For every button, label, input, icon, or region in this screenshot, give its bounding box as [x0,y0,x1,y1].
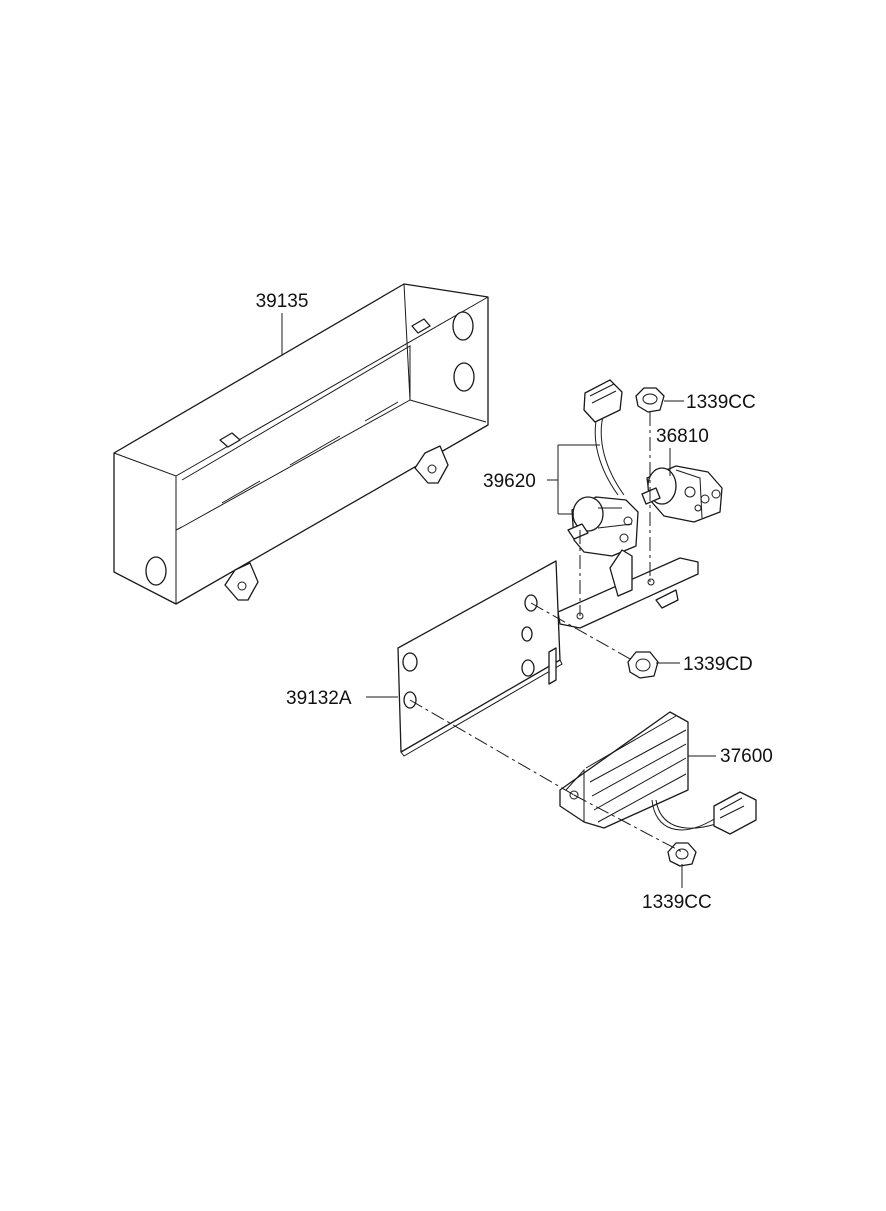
label-1339cc-top: 1339CC [686,392,756,413]
regulator-37600 [559,711,757,835]
label-39132a: 39132A [286,688,352,709]
relay-bracket [557,549,699,629]
label-36810: 36810 [656,426,709,447]
switch-36810 [641,465,723,523]
nut-1339cd [627,651,659,679]
nut-1339cc-bottom [667,842,697,867]
label-1339cd: 1339CD [683,654,753,675]
cover-box-39135 [113,283,489,605]
leader-lines [281,313,716,888]
label-39620: 39620 [483,471,536,492]
label-37600: 37600 [720,746,773,767]
relay-39620 [567,379,639,557]
nut-1339cc-top [635,387,665,413]
alignment-lines [409,412,683,853]
mounting-plate-39132a [397,560,563,757]
label-1339cc-bottom: 1339CC [642,892,712,913]
label-39135: 39135 [256,291,309,312]
